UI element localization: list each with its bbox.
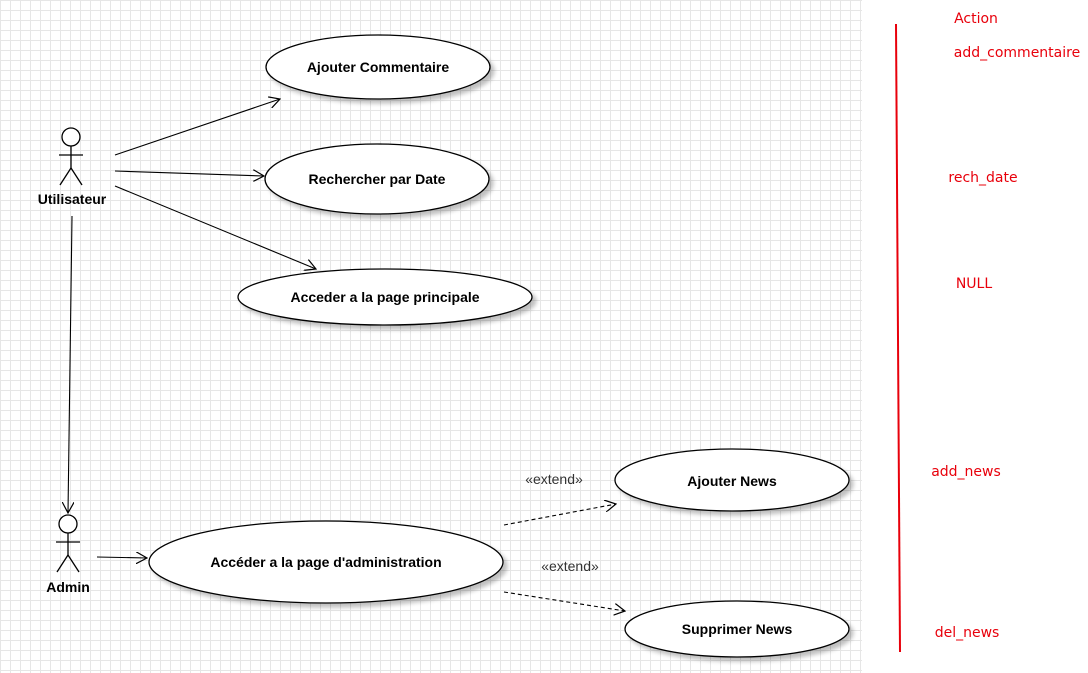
action-add-news: add_news xyxy=(931,464,1001,480)
usecase-supprimer-news-label: Supprimer News xyxy=(682,621,793,637)
action-null: NULL xyxy=(956,276,993,292)
usecase-supprimer-news[interactable]: Supprimer News xyxy=(624,600,850,658)
extend-label-ajouter-news: «extend» xyxy=(525,471,583,487)
association-acceder-page-principale xyxy=(114,185,316,269)
actor-utilisateur[interactable] xyxy=(59,127,83,186)
extend-label-supprimer-news: «extend» xyxy=(541,558,599,574)
generalization-utilisateur-admin xyxy=(68,215,72,513)
association-acceder-admin xyxy=(96,557,147,558)
usecase-rechercher-date[interactable]: Rechercher par Date xyxy=(264,143,490,215)
usecase-ajouter-news[interactable]: Ajouter News xyxy=(614,448,850,512)
action-divider-line xyxy=(895,23,901,653)
usecase-acceder-page-principale-label: Acceder a la page principale xyxy=(290,289,479,305)
actor-admin[interactable] xyxy=(56,514,80,573)
action-header: Action xyxy=(954,11,998,27)
usecase-acceder-page-principale[interactable]: Acceder a la page principale xyxy=(237,268,533,326)
usecase-ajouter-commentaire[interactable]: Ajouter Commentaire xyxy=(265,34,491,100)
actor-utilisateur-label: Utilisateur xyxy=(38,191,107,207)
extend-ajouter-news xyxy=(503,504,616,526)
association-ajouter-commentaire xyxy=(114,99,280,156)
usecase-acceder-page-admin[interactable]: Accéder a la page d'administration xyxy=(148,520,504,604)
extend-supprimer-news xyxy=(503,591,625,611)
usecase-acceder-page-admin-label: Accéder a la page d'administration xyxy=(210,554,441,570)
action-del-news: del_news xyxy=(935,625,1000,641)
association-rechercher-date xyxy=(114,171,264,176)
usecase-ajouter-news-label: Ajouter News xyxy=(687,473,777,489)
action-rech-date: rech_date xyxy=(948,170,1017,186)
usecase-rechercher-date-label: Rechercher par Date xyxy=(309,171,446,187)
action-add-commentaire: add_commentaire xyxy=(954,45,1080,61)
actor-admin-label: Admin xyxy=(46,579,90,595)
usecase-ajouter-commentaire-label: Ajouter Commentaire xyxy=(307,59,450,75)
